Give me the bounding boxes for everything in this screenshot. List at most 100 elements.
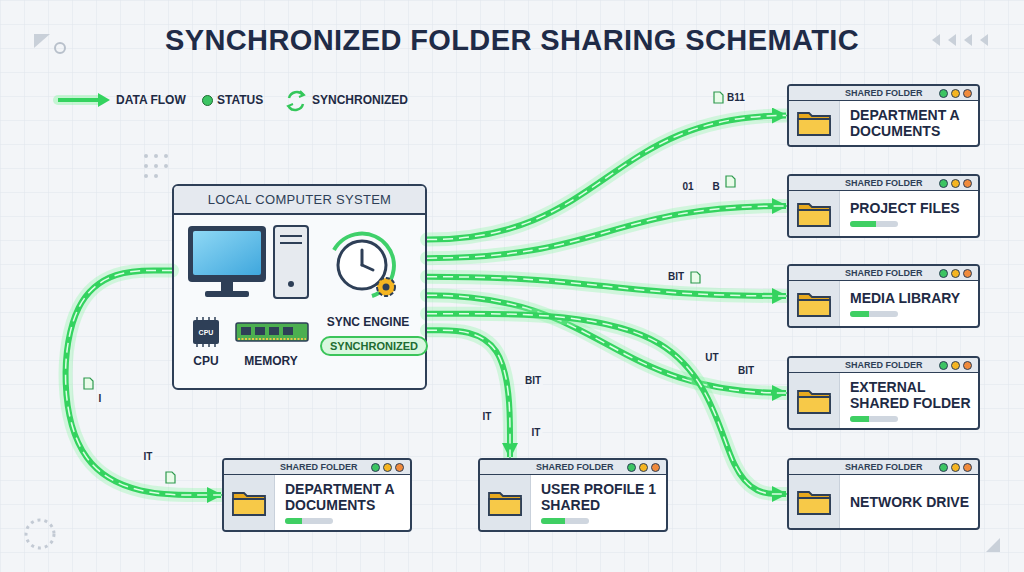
text-column: DEPARTMENT A DOCUMENTS — [275, 475, 410, 530]
chevrons — [932, 34, 988, 46]
progress-bar — [850, 416, 898, 422]
window-dots — [371, 463, 404, 472]
card-body: NETWORK DRIVE — [789, 475, 978, 528]
data-bit-label: B — [710, 181, 721, 192]
shared-folder-card: SHARED FOLDER DEPARTMENT A DOCUMENTS — [222, 458, 412, 532]
card-body: DEPARTMENT A DOCUMENTS — [224, 475, 410, 530]
data-flow-connector — [427, 314, 786, 494]
data-flow-connector — [427, 116, 786, 240]
card-body: PROJECT FILES — [789, 191, 978, 236]
flow-core — [427, 206, 786, 258]
data-bit-label: BIT — [523, 375, 543, 386]
window-dot — [951, 89, 960, 98]
data-bit-label: BIT — [666, 271, 686, 282]
flow-line — [66, 271, 221, 495]
window-dots — [939, 179, 972, 188]
corner-mark — [34, 34, 50, 48]
window-dot — [939, 179, 948, 188]
folder-name: DEPARTMENT A DOCUMENTS — [850, 107, 972, 139]
window-dot — [951, 179, 960, 188]
folder-name: EXTERNAL SHARED FOLDER — [850, 379, 972, 411]
flow-line — [427, 314, 786, 494]
status-badge: SYNCHRONIZED — [320, 336, 428, 356]
text-column: MEDIA LIBRARY — [840, 281, 978, 326]
data-flow-connector — [427, 330, 510, 457]
flow-line — [427, 206, 786, 258]
data-bit-label: IT — [481, 411, 494, 422]
folder-icon — [796, 487, 832, 517]
window-dot — [963, 463, 972, 472]
legend-text: SYNCHRONIZED — [312, 93, 408, 107]
panel-heading: LOCAL COMPUTER SYSTEM — [174, 186, 425, 215]
part-name: SYNC ENGINE — [327, 315, 410, 329]
window-dot — [395, 463, 404, 472]
text-column: USER PROFILE 1 SHARED — [531, 475, 666, 530]
legend-text: DATA FLOW — [116, 93, 186, 107]
text-column: NETWORK DRIVE — [840, 475, 978, 528]
window-dot — [951, 463, 960, 472]
card-body: DEPARTMENT A DOCUMENTS — [789, 101, 978, 145]
shared-folder-card: SHARED FOLDER USER PROFILE 1 SHARED — [478, 458, 668, 532]
card-header: SHARED FOLDER — [224, 460, 410, 475]
card-body: MEDIA LIBRARY — [789, 281, 978, 326]
progress-fill — [850, 221, 876, 227]
flow-core — [427, 330, 510, 457]
window-dot — [963, 179, 972, 188]
window-dot — [951, 269, 960, 278]
card-kind: SHARED FOLDER — [845, 462, 923, 472]
window-dots — [939, 463, 972, 472]
corner-mark — [986, 538, 1000, 552]
progress-bar — [850, 311, 898, 317]
card-kind: SHARED FOLDER — [280, 462, 358, 472]
flow-glow — [427, 330, 510, 457]
data-bit-label: B11 — [725, 92, 747, 103]
folder-icon — [796, 289, 832, 319]
shared-folder-card: SHARED FOLDER MEDIA LIBRARY — [787, 264, 980, 328]
clock-illustration — [334, 234, 395, 296]
window-dot — [963, 361, 972, 370]
folder-name: PROJECT FILES — [850, 200, 972, 216]
data-bit-label: IT — [530, 427, 543, 438]
text-column: EXTERNAL SHARED FOLDER — [840, 373, 978, 428]
card-body: EXTERNAL SHARED FOLDER — [789, 373, 978, 428]
window-dot — [951, 361, 960, 370]
flow-core — [427, 116, 786, 240]
window-dots — [939, 269, 972, 278]
progress-fill — [285, 518, 302, 524]
dot-cluster — [144, 154, 168, 178]
text-column: PROJECT FILES — [840, 191, 978, 236]
data-bit-label: UT — [703, 352, 720, 363]
monitor-illustration — [188, 226, 266, 297]
corner-mark — [55, 43, 65, 53]
data-bit-label: 01 — [680, 181, 695, 192]
window-dot — [963, 269, 972, 278]
card-kind: SHARED FOLDER — [845, 88, 923, 98]
part-name: CPU — [193, 354, 218, 368]
shared-folder-card: SHARED FOLDERPROJECT FILES — [787, 174, 980, 238]
data-bit-label: BIT — [736, 365, 756, 376]
progress-fill — [541, 518, 565, 524]
folder-name: DEPARTMENT A DOCUMENTS — [285, 481, 404, 513]
flow-line — [427, 116, 786, 240]
card-kind: SHARED FOLDER — [845, 268, 923, 278]
data-bit-label: I — [97, 393, 104, 404]
text-column: DEPARTMENT A DOCUMENTS — [840, 101, 978, 145]
data-bit-label: IT — [142, 451, 155, 462]
flow-line — [427, 330, 510, 457]
window-dot — [371, 463, 380, 472]
memory-stick — [236, 323, 308, 341]
shared-folder-card: SHARED FOLDER NETWORK DRIVE — [787, 458, 980, 530]
folder-icon — [487, 488, 523, 518]
folder-name: NETWORK DRIVE — [850, 494, 972, 510]
card-header: SHARED FOLDER — [789, 86, 978, 101]
window-dot — [639, 463, 648, 472]
legend-swatch — [202, 95, 213, 106]
window-dot — [939, 269, 948, 278]
window-dot — [651, 463, 660, 472]
progress-fill — [850, 311, 869, 317]
corner-mark — [26, 520, 54, 548]
window-dots — [627, 463, 660, 472]
window-dot — [963, 89, 972, 98]
card-kind: SHARED FOLDER — [536, 462, 614, 472]
